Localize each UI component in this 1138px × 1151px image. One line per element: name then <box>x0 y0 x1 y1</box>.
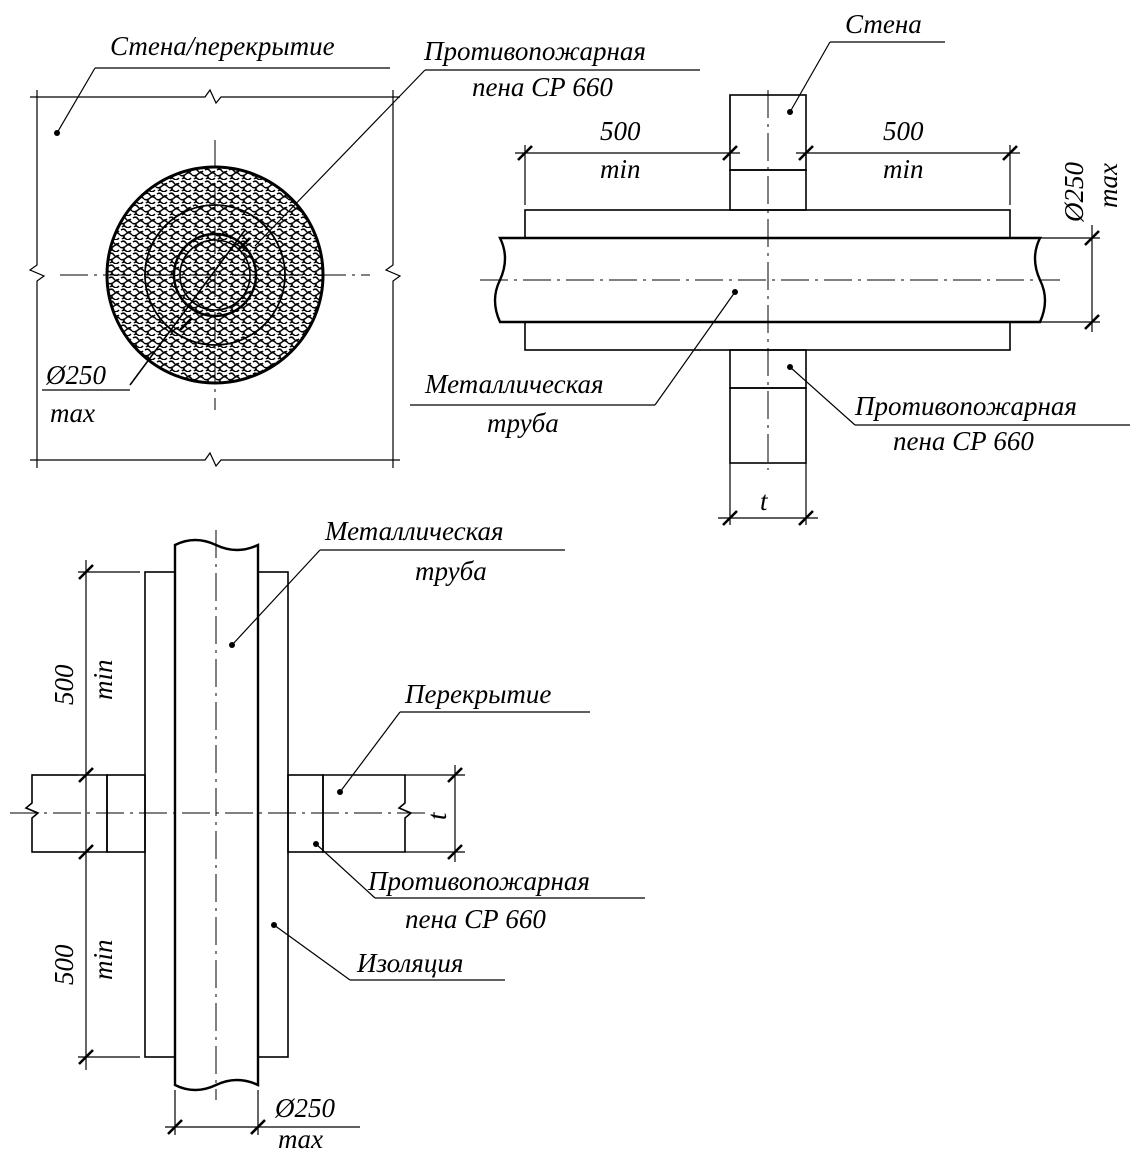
plan-foam-label-line1: Противопожарная <box>423 36 646 66</box>
dim-tick <box>1084 314 1100 330</box>
plan-frame-right <box>384 90 402 468</box>
dim-tick <box>722 145 738 161</box>
wall-lower <box>729 387 807 464</box>
dim-tick <box>78 564 94 580</box>
plan-leader <box>56 67 96 134</box>
wall-foam-label-line1: Противопожарная <box>854 391 1077 421</box>
floor-upper-length: 500 <box>49 664 79 705</box>
dim-tick <box>517 145 533 161</box>
wall-pipe-leader <box>654 291 736 406</box>
dim-tick <box>1084 230 1100 246</box>
plan-diameter-tick <box>179 317 193 331</box>
floor-thickness-label: t <box>422 811 452 820</box>
plan-foam-label-line2: пена СР 660 <box>472 72 613 102</box>
dim-tick <box>722 510 738 526</box>
floor-upper-length-note: min <box>88 660 118 701</box>
floor-insulation-left <box>144 571 176 1058</box>
wall-diameter-note: max <box>1093 163 1123 208</box>
plan-frame-left <box>28 90 46 468</box>
floor-pipe-label-line1: Металлическая <box>324 516 504 546</box>
floor-insul-leader <box>273 924 351 981</box>
dim-tick <box>447 844 463 860</box>
dim-tick <box>167 1119 183 1135</box>
floor-pipe-label-line2: труба <box>415 556 487 586</box>
wall-thickness-label: t <box>760 486 769 516</box>
wall-left-length: 500 <box>600 116 641 146</box>
dim-tick <box>250 1119 266 1135</box>
dim-tick <box>78 767 94 783</box>
floor-section: Металлическая труба 500 min Перекрытие t… <box>10 516 645 1151</box>
wall-right-length: 500 <box>883 116 924 146</box>
plan-diameter-label: Ø250 <box>45 360 106 390</box>
floor-pipe <box>173 538 260 1092</box>
wall-pipe-label-line1: Металлическая <box>424 369 604 399</box>
floor-insulation-right <box>257 571 289 1058</box>
floor-foam-label-line2: пена СР 660 <box>405 904 546 934</box>
plan-frame-top <box>30 88 400 105</box>
floor-foam-leader <box>315 843 376 899</box>
floor-label: Перекрытие <box>404 679 551 709</box>
wall-foam-label-line2: пена СР 660 <box>893 426 1034 456</box>
floor-diameter-note: max <box>278 1124 323 1151</box>
dim-tick <box>447 767 463 783</box>
plan-diameter-line <box>129 229 246 386</box>
dim-tick <box>1002 145 1018 161</box>
wall-right-length-note: min <box>883 154 924 184</box>
wall-foam-leader <box>789 366 856 426</box>
plan-diameter-note: max <box>50 398 95 428</box>
wall-pipe-label-line2: труба <box>487 408 559 438</box>
plan-frame-bottom <box>30 451 400 468</box>
floor-diameter-label: Ø250 <box>274 1093 335 1123</box>
floor-slab-leader <box>339 711 401 793</box>
wall-section: Стена 500 min 500 min Ø250 max Металличе… <box>410 9 1130 526</box>
wall-left-length-note: min <box>600 154 641 184</box>
wall-leader <box>789 41 831 113</box>
dim-tick <box>78 844 94 860</box>
dim-tick <box>78 1049 94 1065</box>
dim-tick <box>798 145 814 161</box>
floor-foam-label-line1: Противопожарная <box>367 866 590 896</box>
insulation-label: Изоляция <box>356 948 463 978</box>
floor-pipe-leader <box>231 549 321 646</box>
wall-diameter-label: Ø250 <box>1059 162 1089 223</box>
plan-diameter-tick <box>237 237 251 251</box>
wall-label: Стена <box>845 9 922 39</box>
plan-view: Стена/перекрытие Противопожарная пена СР… <box>28 31 700 468</box>
plan-foam-leader <box>254 69 426 247</box>
floor-lower-length: 500 <box>49 944 79 985</box>
floor-lower-length-note: min <box>88 940 118 981</box>
dim-tick <box>798 510 814 526</box>
wall-floor-label: Стена/перекрытие <box>110 31 335 61</box>
